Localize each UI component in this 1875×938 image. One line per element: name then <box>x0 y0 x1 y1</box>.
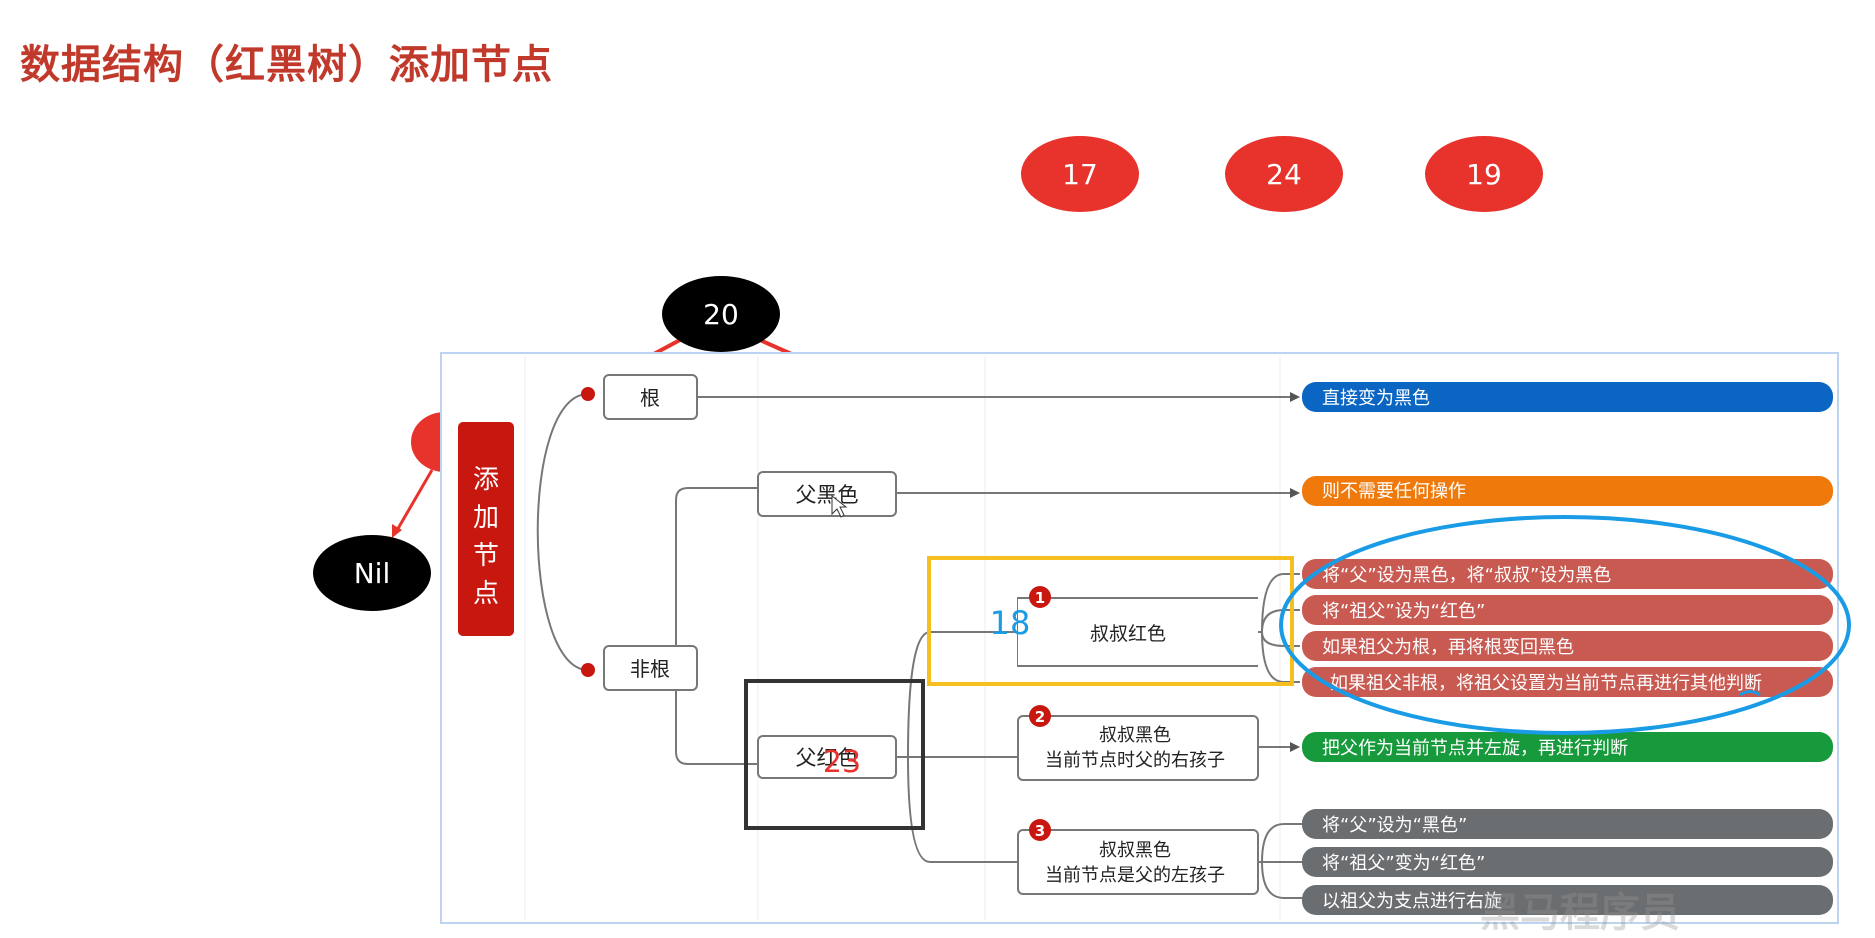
tree-node-20 <box>662 276 780 352</box>
annotation-23: 23 <box>823 745 861 780</box>
highlight-box-yellow <box>927 556 1294 686</box>
mindmap-root-char: 加 <box>473 503 499 533</box>
badge-3-label: 3 <box>1035 822 1045 840</box>
watermark: 黑马程序员 <box>1480 890 1680 936</box>
uncle-black-left-l2: 当前节点是父的左孩子 <box>1045 865 1225 886</box>
action-uncle-black-left-3-label: 以祖父为支点进行右旋 <box>1322 891 1502 912</box>
mindmap-root-char: 点 <box>473 579 499 609</box>
mindmap-root-char: 节 <box>473 541 499 571</box>
tree-edge-to-nil <box>394 469 434 533</box>
connector <box>675 690 758 765</box>
connector <box>1261 861 1302 899</box>
uncle-black-left-l1: 叔叔黑色 <box>1099 840 1171 861</box>
cursor-icon <box>831 494 848 518</box>
arrow-head <box>1290 392 1300 402</box>
action-uncle-black-left-2 <box>1302 847 1833 877</box>
tree-node-19 <box>1425 136 1543 212</box>
tree-node-nil-label: Nil <box>354 557 391 590</box>
uncle-black-right-l1: 叔叔黑色 <box>1099 725 1171 746</box>
badge-2-label: 2 <box>1035 708 1045 726</box>
action-uncle-red-1 <box>1302 559 1833 589</box>
action-uncle-red-4 <box>1302 667 1833 697</box>
annotation-18: 18 <box>990 604 1031 642</box>
action-uncle-red-4-label: 如果祖父非根，将祖父设置为当前节点再进行其他判断 <box>1330 673 1762 694</box>
badge-3 <box>1029 819 1051 841</box>
action-uncle-black-left-1 <box>1302 809 1833 839</box>
arrow-head <box>1290 488 1300 498</box>
action-root-black <box>1302 382 1833 412</box>
arrow-head <box>392 524 402 538</box>
tree-node-24-label: 24 <box>1266 158 1302 191</box>
uncle-red-node <box>1018 598 1258 666</box>
highlight-box-black <box>744 679 925 830</box>
action-uncle-red-1-label: 将“父”设为黑色，将“叔叔”设为黑色 <box>1322 565 1611 586</box>
action-uncle-black-left-2-label: 将“祖父”变为“红色” <box>1322 853 1485 874</box>
connector <box>536 393 589 671</box>
action-uncle-red-2 <box>1302 595 1833 625</box>
branch-nonroot-label: 非根 <box>630 657 670 681</box>
branch-root-label: 根 <box>640 386 660 410</box>
tree-node-17 <box>1021 136 1139 212</box>
action-uncle-black-right-label: 把父作为当前节点并左旋，再进行判断 <box>1322 738 1628 759</box>
uncle-red-label: 叔叔红色 <box>1090 623 1166 645</box>
badge-1-label: 1 <box>1035 589 1045 607</box>
action-uncle-red-3-label: 如果祖父为根，再将根变回黑色 <box>1322 637 1574 658</box>
tree-node-19-label: 19 <box>1466 158 1502 191</box>
branch-nonroot <box>603 645 698 691</box>
annotation-mark <box>1739 690 1761 697</box>
arrow-head <box>1290 742 1300 752</box>
tree-node-17-label: 17 <box>1062 158 1098 191</box>
tree-node-nil <box>313 535 431 611</box>
connector-dot <box>581 387 595 401</box>
highlight-ellipse-cyan <box>1279 515 1851 735</box>
connector <box>1261 631 1300 683</box>
badge-2 <box>1029 705 1051 727</box>
badge-1 <box>1029 586 1051 608</box>
connector-dot <box>581 663 595 677</box>
action-uncle-black-right <box>1302 732 1833 762</box>
action-uncle-black-left-1-label: 将“父”设为“黑色” <box>1322 815 1467 836</box>
page-title: 数据结构（红黑树）添加节点 <box>20 42 553 88</box>
connector <box>907 756 1018 863</box>
action-father-black <box>1302 476 1833 506</box>
uncle-black-right-l2: 当前节点时父的右孩子 <box>1045 750 1225 771</box>
connector <box>675 487 758 646</box>
action-uncle-red-3 <box>1302 631 1833 661</box>
tree-node-20-label: 20 <box>703 298 739 331</box>
mindmap-root-char: 添 <box>473 465 499 495</box>
father-black-label: 父黑色 <box>796 483 859 507</box>
action-root-black-label: 直接变为黑色 <box>1322 388 1430 409</box>
mindmap-root <box>458 422 514 636</box>
action-uncle-black-left-3 <box>1302 885 1833 915</box>
action-uncle-red-2-label: 将“祖父”设为“红色” <box>1322 601 1485 622</box>
tree-node-24 <box>1225 136 1343 212</box>
action-father-black-label: 则不需要任何操作 <box>1322 481 1466 502</box>
father-red-label: 父红色 <box>796 746 859 770</box>
